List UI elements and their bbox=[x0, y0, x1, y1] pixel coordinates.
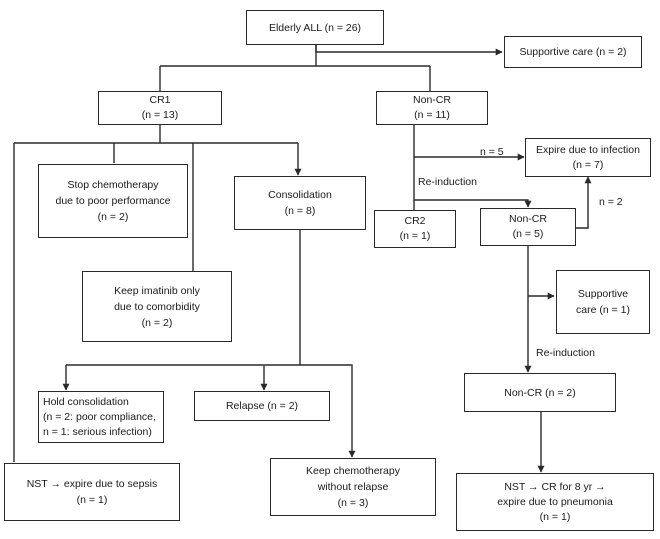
node-noncr-2: Non-CR (n = 2) bbox=[464, 373, 616, 412]
node-noncr-5-line2: (n = 5) bbox=[512, 228, 544, 240]
node-nst-pneumonia-line3: (n = 1) bbox=[539, 510, 571, 523]
node-keep-imatinib-line1: Keep imatinib only bbox=[114, 284, 200, 297]
node-nst-sepsis: NST → expire due to sepsis (n = 1) bbox=[4, 463, 180, 521]
edge-label-reinduction-1: Re-induction bbox=[418, 176, 477, 188]
edge-cons-keepchemo bbox=[300, 364, 356, 458]
node-consolidation-line2: (n = 8) bbox=[284, 205, 316, 217]
node-supportive-care-1: Supportive care (n = 2) bbox=[504, 36, 642, 68]
node-expire-infection: Expire due to infection (n = 7) bbox=[525, 138, 651, 177]
node-consolidation-line1: Consolidation bbox=[268, 189, 332, 201]
node-noncr-5-line1: Non-CR bbox=[509, 213, 547, 225]
node-noncr-11: Non-CR (n = 11) bbox=[376, 91, 488, 125]
node-cr2: CR2 (n = 1) bbox=[374, 210, 456, 248]
node-hold-consolidation-line3: n = 1: serious infection) bbox=[43, 425, 152, 438]
node-supportive-care-2-line2: care (n = 1) bbox=[576, 304, 630, 316]
node-noncr-11-line1: Non-CR bbox=[413, 94, 451, 106]
node-stop-chemotherapy-line1: Stop chemotherapy bbox=[67, 179, 159, 191]
node-keep-imatinib: Keep imatinib only due to comorbidity (n… bbox=[82, 271, 232, 342]
node-noncr-11-line2: (n = 11) bbox=[414, 109, 450, 121]
edge-cr1-branches bbox=[13, 142, 298, 462]
node-supportive-care-1-text: Supportive care (n = 2) bbox=[519, 46, 627, 58]
node-elderly-all-text: Elderly ALL (n = 26) bbox=[268, 21, 362, 34]
node-keep-chemotherapy: Keep chemotherapy without relapse (n = 3… bbox=[270, 458, 436, 516]
node-consolidation: Consolidation (n = 8) bbox=[234, 176, 366, 230]
node-stop-chemotherapy-line3: (n = 2) bbox=[97, 211, 129, 223]
edge-elderly-split bbox=[159, 45, 431, 91]
node-keep-chemotherapy-line1: Keep chemotherapy bbox=[306, 465, 400, 477]
node-relapse-text: Relapse (n = 2) bbox=[225, 400, 299, 412]
edge-label-n5: n = 5 bbox=[480, 146, 504, 158]
edge-elderly-supportive1 bbox=[315, 45, 503, 56]
node-stop-chemotherapy-line2: due to poor performance bbox=[55, 195, 171, 207]
node-noncr-2-text: Non-CR (n = 2) bbox=[504, 386, 576, 399]
node-hold-consolidation-line2: (n = 2: poor compliance, bbox=[43, 410, 156, 423]
node-elderly-all: Elderly ALL (n = 26) bbox=[246, 10, 384, 45]
node-cr2-line2: (n = 1) bbox=[399, 230, 431, 242]
node-cr1: CR1 (n = 13) bbox=[98, 91, 222, 125]
node-nst-pneumonia-line2: expire due to pneumonia bbox=[497, 495, 613, 508]
node-supportive-care-2: Supportive care (n = 1) bbox=[556, 270, 650, 334]
node-keep-imatinib-line2: due to comorbidity bbox=[114, 300, 200, 313]
node-nst-pneumonia-line1: NST → CR for 8 yr → bbox=[504, 480, 606, 493]
edge-label-reinduction-2: Re-induction bbox=[536, 347, 595, 359]
node-relapse: Relapse (n = 2) bbox=[194, 391, 330, 421]
node-keep-chemotherapy-line2: without relapse bbox=[317, 481, 389, 493]
edge-noncr1-down bbox=[413, 125, 532, 208]
node-nst-sepsis-line2: (n = 1) bbox=[76, 494, 108, 506]
node-hold-consolidation: Hold consolidation (n = 2: poor complian… bbox=[38, 391, 164, 443]
node-stop-chemotherapy: Stop chemotherapy due to poor performanc… bbox=[38, 164, 188, 238]
node-keep-chemotherapy-line3: (n = 3) bbox=[337, 497, 369, 509]
node-expire-infection-line2: (n = 7) bbox=[572, 158, 604, 171]
node-nst-pneumonia: NST → CR for 8 yr → expire due to pneumo… bbox=[456, 473, 654, 531]
node-keep-imatinib-line3: (n = 2) bbox=[141, 316, 173, 329]
node-cr2-line1: CR2 bbox=[404, 215, 426, 227]
node-expire-infection-line1: Expire due to infection bbox=[536, 143, 640, 156]
node-cr1-line2: (n = 13) bbox=[141, 109, 179, 121]
node-nst-sepsis-line1: NST → expire due to sepsis bbox=[26, 478, 158, 490]
edge-noncr2-expire bbox=[576, 176, 592, 229]
node-hold-consolidation-line1: Hold consolidation bbox=[43, 395, 129, 408]
node-cr1-line1: CR1 bbox=[149, 94, 171, 106]
edge-label-n2: n = 2 bbox=[599, 196, 623, 208]
node-noncr-5: Non-CR (n = 5) bbox=[480, 208, 576, 246]
node-supportive-care-2-line1: Supportive bbox=[577, 288, 629, 300]
